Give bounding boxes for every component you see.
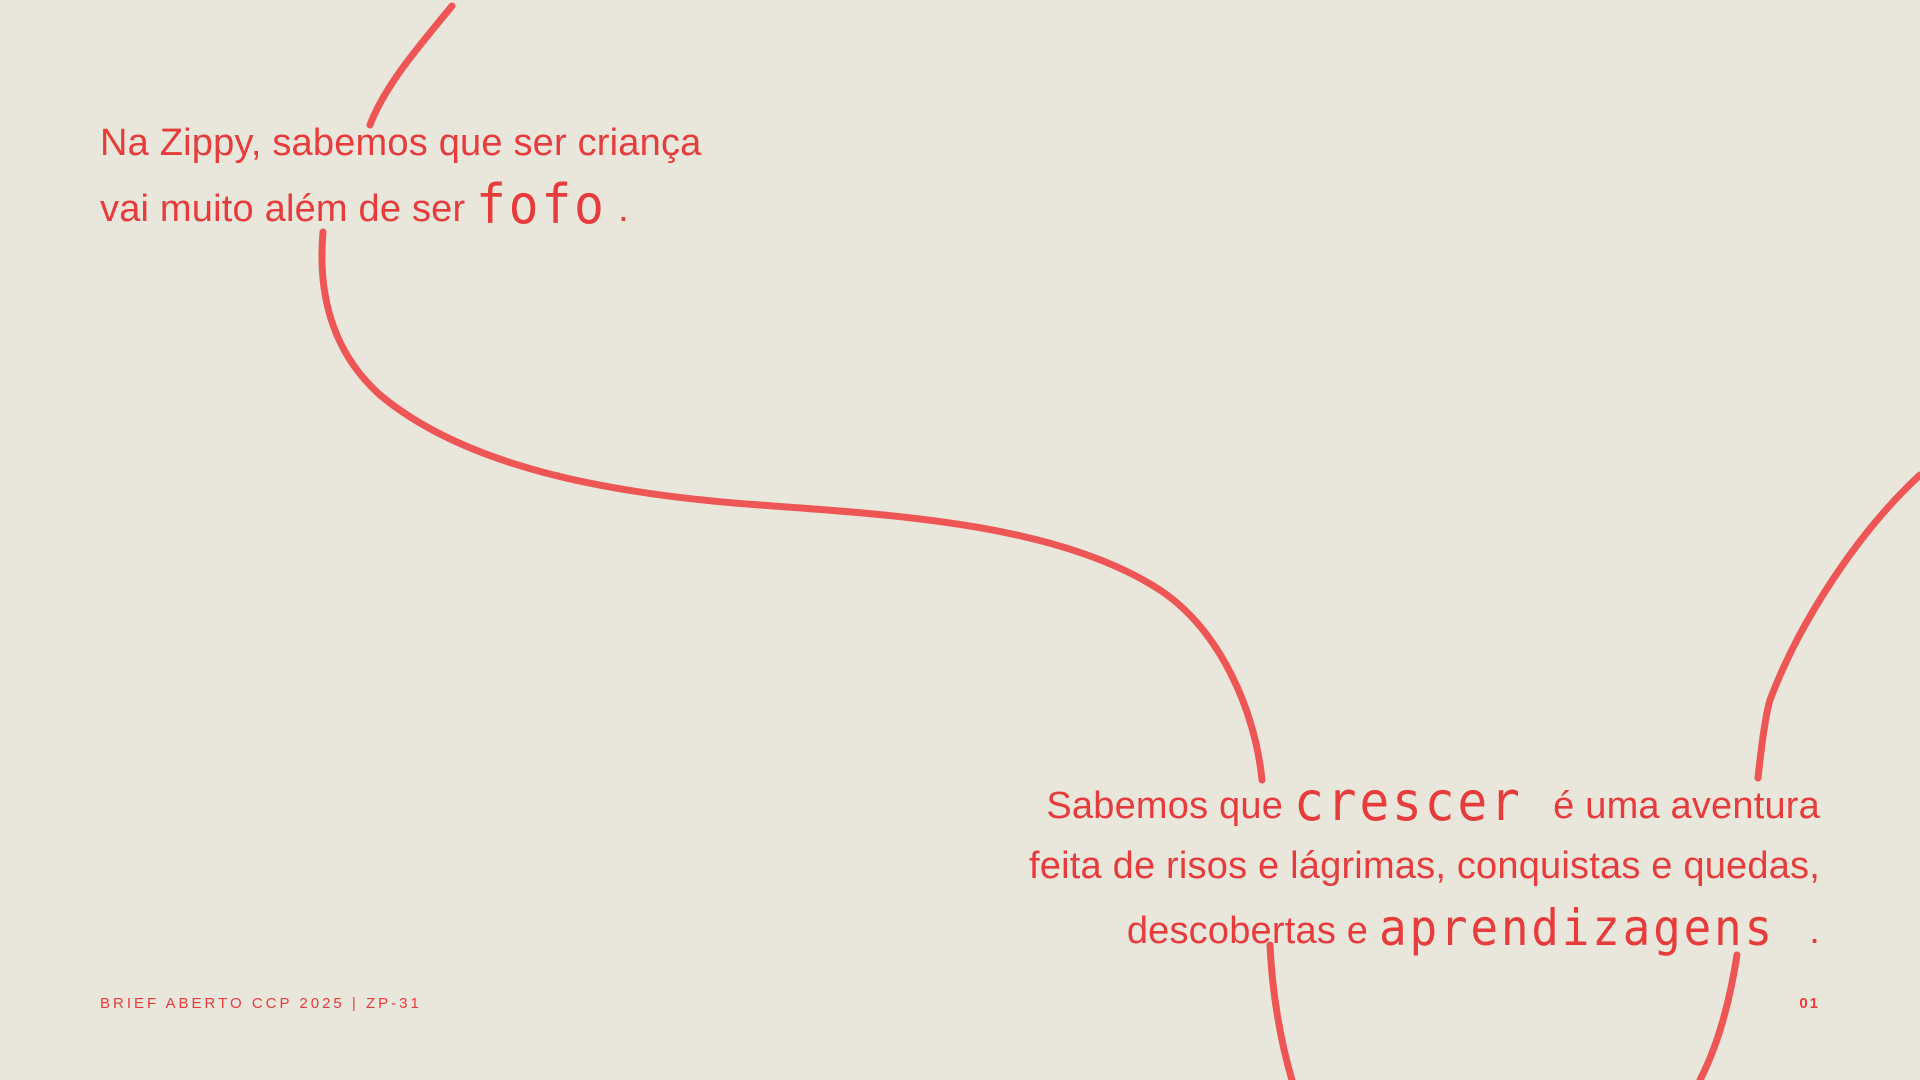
statement-line-1-prefix: Sabemos que xyxy=(1046,785,1294,827)
statement-line-2: feita de risos e lágrimas, conquistas e … xyxy=(1029,845,1820,887)
crayon-line-right xyxy=(1754,471,1920,782)
intro-text: Na Zippy, sabemos que ser criança vai mu… xyxy=(100,113,702,239)
statement-line-1-suffix: é uma aventura xyxy=(1542,785,1820,827)
statement-line-3-prefix: descobertas e xyxy=(1126,910,1379,952)
crayon-line-bottom-right xyxy=(1696,951,1741,1080)
footer-brief-label: BRIEF ABERTO CCP 2025 | ZP-31 xyxy=(100,995,422,1012)
crayon-line-main xyxy=(318,2,1266,784)
intro-line-2-suffix: . xyxy=(618,188,629,230)
statement-line-3-suffix: . xyxy=(1809,910,1820,952)
footer-page-number: 01 xyxy=(1799,995,1820,1012)
highlight-word-fofo: fofo xyxy=(476,173,607,236)
crayon-line-bottom-left xyxy=(1266,941,1296,1080)
intro-line-2-prefix: vai muito além de ser xyxy=(100,188,477,230)
statement-text: Sabemos que crescer é uma aventura feita… xyxy=(1029,770,1820,961)
intro-line-1: Na Zippy, sabemos que ser criança xyxy=(100,122,702,164)
intro-line-2: vai muito além de ser fofo. xyxy=(100,173,702,239)
statement-line-3: descobertas e aprendizagens. xyxy=(1029,896,1820,961)
highlight-word-aprendizagens: aprendizagens xyxy=(1378,899,1775,957)
highlight-word-crescer: crescer xyxy=(1293,770,1523,833)
statement-line-1: Sabemos que crescer é uma aventura xyxy=(1029,770,1820,836)
